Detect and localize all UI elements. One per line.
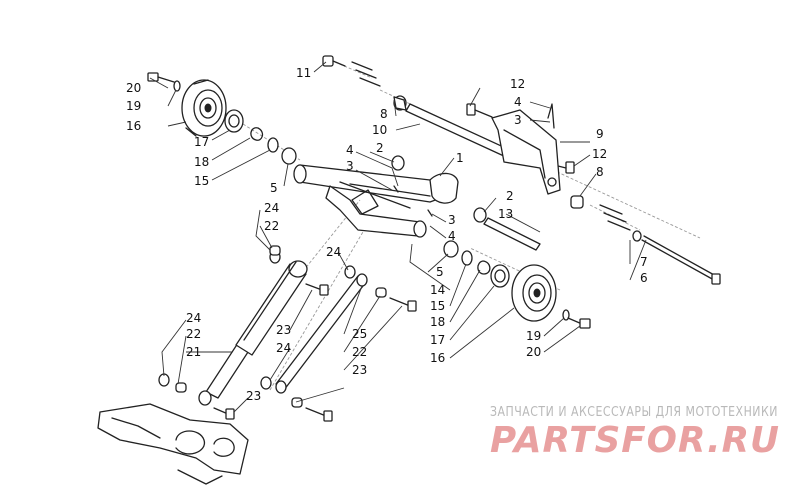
- bushing-5-left: [281, 147, 297, 165]
- callout-22-b: 22: [352, 345, 367, 359]
- spacer-22-c: [175, 382, 187, 393]
- callout-10: 10: [372, 123, 387, 137]
- callout-16-right: 16: [430, 351, 445, 365]
- callout-12-upper: 12: [510, 77, 525, 91]
- spacer-22-a: [269, 245, 281, 256]
- bushing-5-right: [443, 240, 459, 258]
- bushing-2-lower: [473, 207, 487, 223]
- bolt-12-lower: [557, 161, 575, 174]
- bolt-23-a: [305, 283, 329, 296]
- callout-8-lower: 8: [596, 165, 604, 179]
- bolt-12-upper: [466, 103, 493, 118]
- bolt-6: [641, 235, 721, 285]
- callout-24-b: 24: [326, 245, 341, 259]
- rear-arm-1: [293, 164, 459, 238]
- callout-22-a: 22: [264, 219, 279, 233]
- callout-labels: 11 20 19 16 17 18 15 5 4 3 2 8 10 1 12 4…: [126, 66, 648, 403]
- lower-mount-bracket: [97, 403, 249, 485]
- washer-15-left: [267, 137, 279, 153]
- spacer-22-d: [291, 397, 303, 408]
- callout-12-lower: 12: [592, 147, 607, 161]
- callout-23-b: 23: [352, 363, 367, 377]
- callout-25: 25: [352, 327, 367, 341]
- leader-lines: [149, 61, 647, 413]
- callout-23-a: 23: [276, 323, 291, 337]
- bolt-23-c: [213, 407, 235, 420]
- watermark: ЗАПЧАСТИ И АКСЕССУАРЫ ДЛЯ МОТОТЕХНИКИ PA…: [490, 405, 780, 461]
- callout-18-right: 18: [430, 315, 445, 329]
- callout-4-lower: 4: [448, 229, 456, 243]
- link-rod-25: [275, 273, 368, 394]
- bearing-17-left: [224, 109, 244, 133]
- callout-17-left: 17: [194, 135, 209, 149]
- callout-9: 9: [596, 127, 604, 141]
- callout-6: 6: [640, 271, 648, 285]
- shock-absorber-21: [198, 260, 308, 406]
- callout-7: 7: [640, 255, 648, 269]
- bolt-20-right: [567, 317, 591, 329]
- callout-24-c: 24: [276, 341, 291, 355]
- callout-17-right: 17: [430, 333, 445, 347]
- bolt-23-d: [305, 407, 333, 422]
- callout-8-upper: 8: [380, 107, 388, 121]
- washer-19-right: [562, 309, 570, 321]
- idler-wheel-right: [511, 264, 557, 322]
- bolt-20-left: [147, 72, 175, 83]
- bearing-17-right: [490, 264, 510, 288]
- spacer-8-right: [570, 195, 584, 209]
- washer-19-left: [173, 80, 181, 92]
- callout-1: 1: [456, 151, 464, 165]
- idler-wheel-left: [181, 79, 227, 137]
- callout-13: 13: [498, 207, 513, 221]
- callout-20-right: 20: [526, 345, 541, 359]
- callout-4-bracket: 4: [514, 95, 522, 109]
- washer-14: [461, 250, 473, 266]
- callout-5-left: 5: [270, 181, 278, 195]
- callout-16-left: 16: [126, 119, 141, 133]
- callout-14: 14: [430, 283, 445, 297]
- callout-3-upper: 3: [346, 159, 354, 173]
- callout-23-c: 23: [246, 389, 261, 403]
- callout-24-a: 24: [264, 201, 279, 215]
- callout-4-upper: 4: [346, 143, 354, 157]
- bracket-9: [491, 103, 561, 195]
- callout-22-c: 22: [186, 327, 201, 341]
- callout-15-right: 15: [430, 299, 445, 313]
- snap-ring-18-right: [477, 260, 491, 275]
- callout-20-left: 20: [126, 81, 141, 95]
- bushing-24-d: [260, 376, 272, 390]
- callout-15-left: 15: [194, 174, 209, 188]
- axle-break-marks: [351, 61, 631, 231]
- callout-24-d: 24: [186, 311, 201, 325]
- callout-3-lower: 3: [448, 213, 456, 227]
- callout-11: 11: [296, 66, 311, 80]
- watermark-tagline: ЗАПЧАСТИ И АКСЕССУАРЫ ДЛЯ МОТОТЕХНИКИ: [490, 405, 778, 420]
- grease-fitting-3-lower: [427, 209, 433, 217]
- callout-2-lower: 2: [506, 189, 514, 203]
- callout-21: 21: [186, 345, 201, 359]
- shaft-13: [483, 217, 541, 251]
- axle-10: [393, 95, 511, 158]
- grease-fitting-3-upper: [393, 185, 399, 193]
- callout-3-bracket: 3: [514, 113, 522, 127]
- snap-ring-18-left: [250, 127, 264, 141]
- spacer-22-b: [375, 287, 387, 298]
- bushing-2-upper: [391, 155, 405, 171]
- callout-2-upper: 2: [376, 141, 384, 155]
- washer-7: [632, 230, 642, 242]
- callout-5-right: 5: [436, 265, 444, 279]
- watermark-logo: PARTSFOR.RU: [490, 420, 780, 461]
- callout-19-right: 19: [526, 329, 541, 343]
- bolt-23-b: [389, 297, 417, 312]
- callout-18-left: 18: [194, 155, 209, 169]
- bolt-11: [322, 55, 346, 67]
- callout-19-left: 19: [126, 99, 141, 113]
